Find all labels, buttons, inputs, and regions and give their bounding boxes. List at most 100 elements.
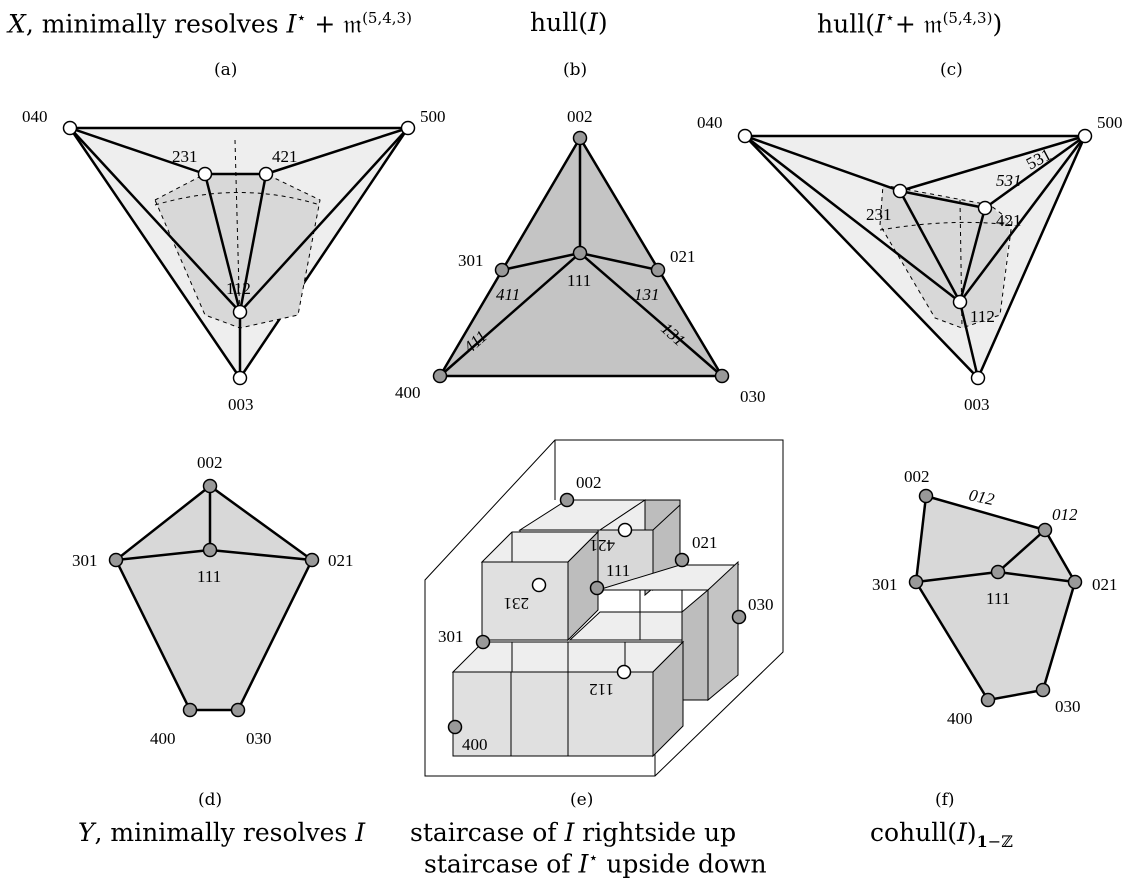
label-b-111: 111 xyxy=(567,271,591,290)
vertex-f-400 xyxy=(980,692,996,708)
label-a-003: 003 xyxy=(228,395,254,414)
vertex-c-112 xyxy=(952,294,968,310)
label-f-012-vertex: 012 xyxy=(1052,505,1078,524)
vertex-d-301 xyxy=(108,552,124,568)
label-e-030: 030 xyxy=(748,595,774,614)
vertex-a-421 xyxy=(258,166,274,182)
label-b-400: 400 xyxy=(395,383,421,402)
title-b: hull(I) xyxy=(530,8,608,37)
vertex-c-040 xyxy=(737,128,753,144)
label-c-231: 231 xyxy=(866,205,892,224)
vertex-a-500 xyxy=(400,120,416,136)
label-d-111: 111 xyxy=(197,567,221,586)
panel-c-diagram: 040 500 531 531 231 421 112 003 xyxy=(697,113,1123,414)
vertex-a-040 xyxy=(62,120,78,136)
vertex-e-301 xyxy=(475,634,491,650)
label-c-112: 112 xyxy=(970,307,995,326)
panel-label-e: (e) xyxy=(570,790,594,810)
title-d: Y, minimally resolves I xyxy=(78,818,366,847)
vertex-a-003 xyxy=(232,370,248,386)
vertex-b-301 xyxy=(494,262,510,278)
vertex-e-421 xyxy=(617,522,633,538)
label-d-030: 030 xyxy=(246,729,272,748)
label-e-111: 111 xyxy=(606,561,630,580)
label-b-301: 301 xyxy=(458,251,484,270)
vertex-e-231 xyxy=(531,577,547,593)
vertex-b-111 xyxy=(572,245,588,261)
label-f-111: 111 xyxy=(986,589,1010,608)
label-b-131-upper: 131 xyxy=(634,285,660,304)
panel-d-diagram: 002 301 021 111 400 030 xyxy=(72,453,354,748)
vertex-f-021 xyxy=(1067,574,1083,590)
panel-label-a: (a) xyxy=(214,60,238,80)
panel-label-f: (f) xyxy=(935,790,955,810)
vertex-d-021 xyxy=(304,552,320,568)
vertex-e-400 xyxy=(447,719,463,735)
vertex-a-112 xyxy=(232,304,248,320)
panel-label-d: (d) xyxy=(198,790,223,810)
label-d-002: 002 xyxy=(197,453,223,472)
vertex-d-002 xyxy=(202,478,218,494)
vertex-f-002 xyxy=(918,488,934,504)
label-e-021: 021 xyxy=(692,533,718,552)
label-a-112: 112 xyxy=(226,279,251,298)
vertex-f-301 xyxy=(908,574,924,590)
vertex-c-003 xyxy=(970,370,986,386)
vertex-b-400 xyxy=(432,368,448,384)
vertex-b-002 xyxy=(572,130,588,146)
label-f-400: 400 xyxy=(947,709,973,728)
label-c-003: 003 xyxy=(964,395,990,414)
vertex-c-500 xyxy=(1077,128,1093,144)
vertex-b-030 xyxy=(714,368,730,384)
vertex-f-012 xyxy=(1037,522,1053,538)
label-e-301: 301 xyxy=(438,627,464,646)
vertex-c-231 xyxy=(892,183,908,199)
label-f-012-edge: 012 xyxy=(967,485,996,509)
label-a-421: 421 xyxy=(272,147,298,166)
vertex-a-231 xyxy=(197,166,213,182)
label-c-500: 500 xyxy=(1097,113,1123,132)
panel-a-diagram: 040 500 231 421 112 003 xyxy=(22,107,446,414)
title-e1: staircase of I rightside up xyxy=(410,818,737,847)
title-f: cohull(I)1−ℤ xyxy=(870,818,1013,851)
label-d-400: 400 xyxy=(150,729,176,748)
vertex-f-111 xyxy=(990,564,1006,580)
label-f-301: 301 xyxy=(872,575,898,594)
vertex-d-111 xyxy=(202,542,218,558)
vertex-f-030 xyxy=(1035,682,1051,698)
label-a-231: 231 xyxy=(172,147,198,166)
label-d-021: 021 xyxy=(328,551,354,570)
panel-e-diagram: 002 421 021 111 231 030 301 112 400 xyxy=(424,439,784,777)
label-a-500: 500 xyxy=(420,107,446,126)
vertex-c-421 xyxy=(977,200,993,216)
title-a: X, minimally resolves I⋆ + 𝔪(5,4,3) xyxy=(8,8,412,39)
vertex-b-021 xyxy=(650,262,666,278)
label-e-002: 002 xyxy=(576,473,602,492)
vertex-e-112 xyxy=(616,664,632,680)
label-e-400: 400 xyxy=(462,735,488,754)
panel-label-b: (b) xyxy=(563,60,588,80)
panel-b-diagram: 002 301 021 111 411 411 131 131 400 030 xyxy=(395,107,766,406)
label-a-040: 040 xyxy=(22,107,48,126)
vertex-e-021 xyxy=(674,552,690,568)
label-e-231: 231 xyxy=(504,594,530,613)
label-b-002: 002 xyxy=(567,107,593,126)
vertex-d-400 xyxy=(182,702,198,718)
panel-f-diagram: 002 012 012 301 111 021 400 030 xyxy=(872,467,1118,728)
label-e-112: 112 xyxy=(589,680,614,699)
panel-label-c: (c) xyxy=(940,60,963,80)
label-c-040: 040 xyxy=(697,113,723,132)
title-e2: staircase of I⋆ upside down xyxy=(424,848,767,879)
label-c-421: 421 xyxy=(996,211,1022,230)
label-f-021: 021 xyxy=(1092,575,1118,594)
title-c: hull(I⋆+ 𝔪(5,4,3)) xyxy=(817,8,1003,39)
label-c-531-lower: 531 xyxy=(996,171,1022,190)
label-e-421: 421 xyxy=(590,536,616,555)
label-f-030: 030 xyxy=(1055,697,1081,716)
vertex-e-030 xyxy=(731,609,747,625)
label-d-301: 301 xyxy=(72,551,98,570)
vertex-e-111 xyxy=(589,580,605,596)
label-b-411-upper: 411 xyxy=(496,285,520,304)
vertex-d-030 xyxy=(230,702,246,718)
label-b-021: 021 xyxy=(670,247,696,266)
